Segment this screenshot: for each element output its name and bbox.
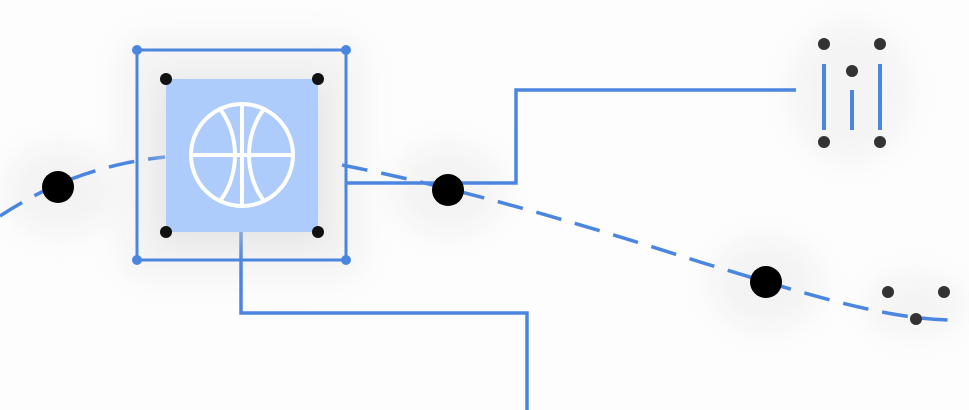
selection-handles[interactable] [132,45,351,265]
background-glows [5,22,965,335]
selection-handle-bottom-right [341,255,351,265]
tile-handle-bottom-right [312,226,324,238]
tile-handle-top-left [160,73,172,85]
selection-handle-top-right [341,45,351,55]
end-handles[interactable] [882,286,950,325]
pause-bars-handle[interactable] [818,38,886,148]
selection-handle-bottom-left [132,255,142,265]
path-node-1[interactable] [42,171,74,203]
tile-handle-bottom-left [160,226,172,238]
selection-handle-top-left [132,45,142,55]
connector-top[interactable] [346,88,796,185]
path-node-3[interactable] [750,266,782,298]
selection-frame[interactable] [135,48,348,262]
dashed-path-left[interactable] [0,155,166,218]
dashed-path-right[interactable] [341,163,949,322]
tile-handle-top-right [312,73,324,85]
tile-corner-handles[interactable] [160,73,324,238]
path-node-2[interactable] [432,174,464,206]
connector-bottom[interactable] [239,232,529,410]
basketball-icon [189,102,295,208]
